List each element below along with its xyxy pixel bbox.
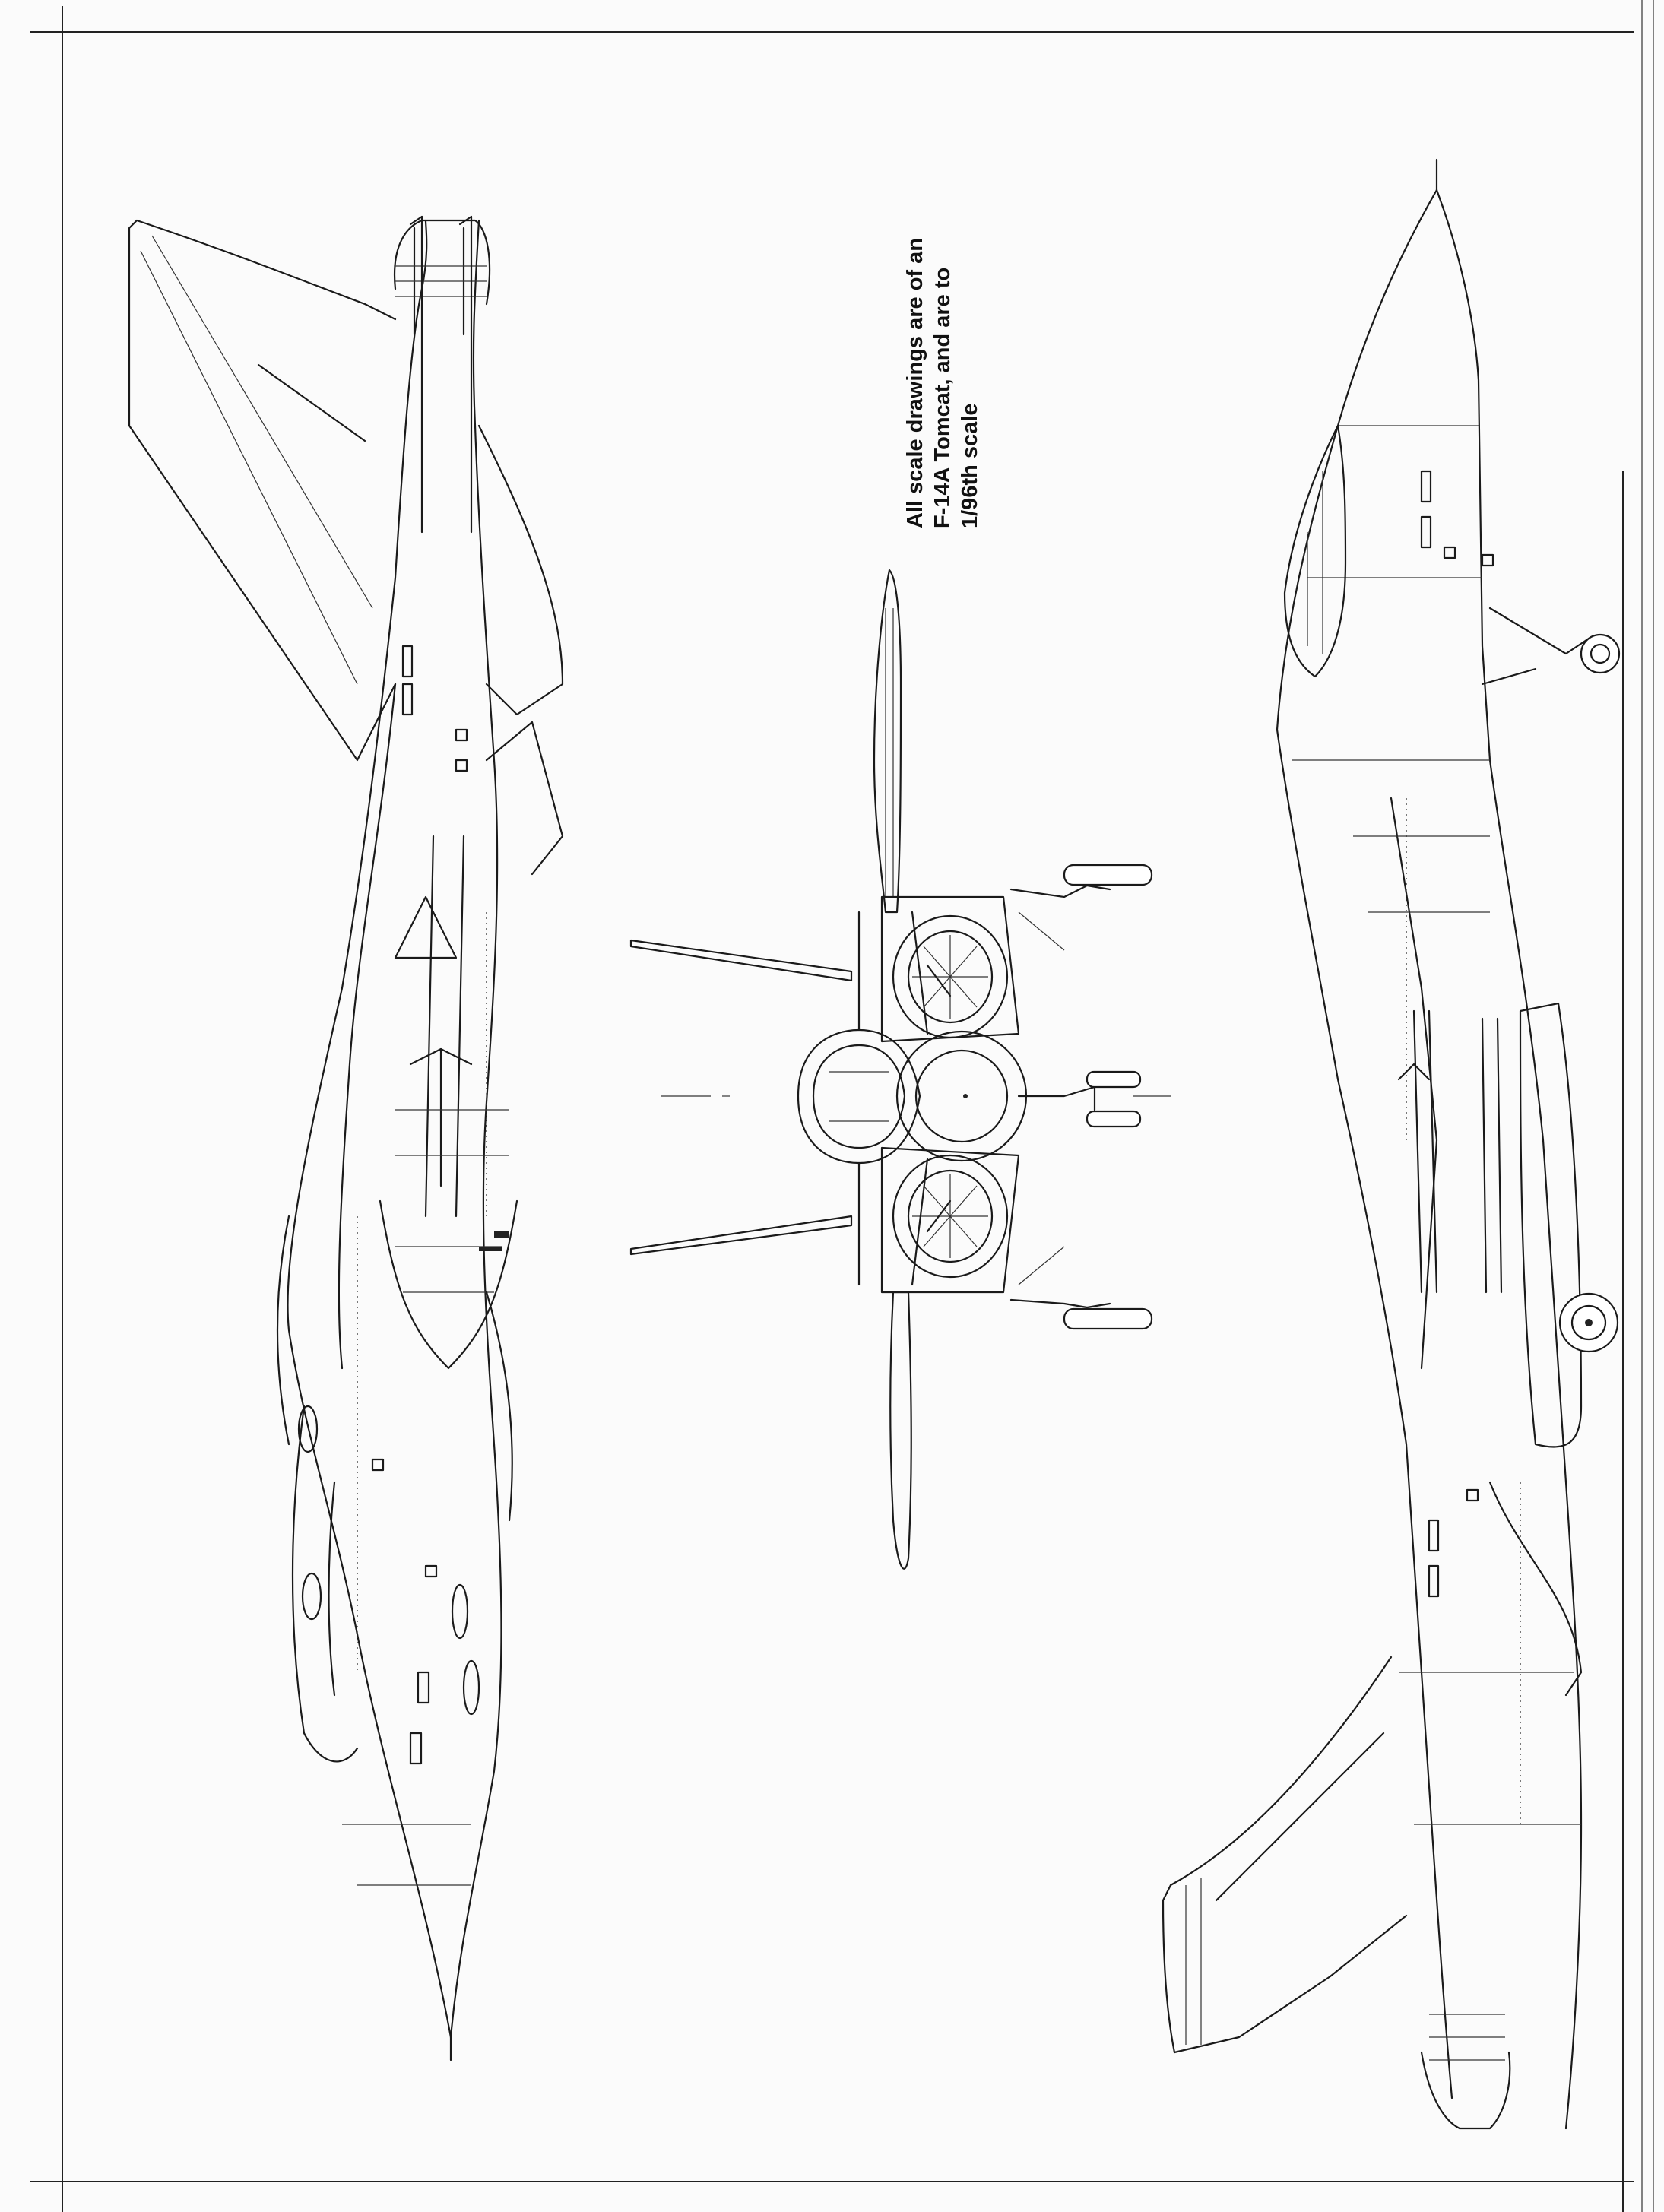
page-frame	[30, 0, 1654, 2212]
caption-line-1: All scale drawings are of an	[903, 238, 927, 528]
top-view-drawing	[128, 215, 564, 2061]
front-view-drawing	[629, 569, 1171, 1570]
side-view-drawing	[1162, 158, 1621, 2130]
caption-line-2: F-14A Tomcat, and are to	[930, 267, 955, 528]
caption-line-3: 1/96th scale	[958, 403, 982, 528]
scale-caption: All scale drawings are of an F-14A Tomca…	[902, 194, 984, 528]
